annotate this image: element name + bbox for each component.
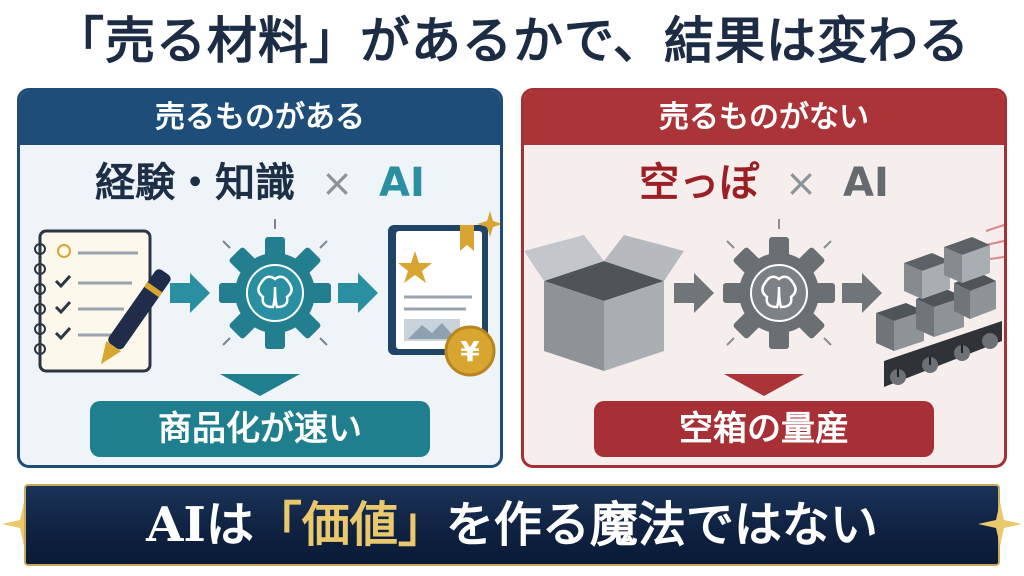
- book-star-icon: [388, 225, 488, 355]
- banner-suffix: を作る魔法ではない: [445, 497, 878, 553]
- notebook-pen-icon: [34, 229, 171, 373]
- arrow-right-icon: [170, 273, 210, 313]
- result-left: 商品化が速い: [90, 401, 430, 457]
- formula-ai-right: AI: [843, 160, 889, 206]
- formula-ai-left: AI: [379, 160, 425, 206]
- times-sign-left: ×: [321, 161, 353, 205]
- conveyor-boxes-icon: [876, 224, 1004, 387]
- formula-right: 空っぽ × AI: [524, 153, 1004, 213]
- panel-has-material: 売るものがある 経験・知識 × AI: [17, 88, 503, 468]
- arrow-right-icon: [338, 273, 378, 313]
- conclusion-banner: AIは「価値」を作る魔法ではない: [24, 484, 1000, 566]
- illustration-left: ¥: [34, 211, 500, 377]
- arrow-right-icon: [674, 273, 714, 313]
- arrow-right-icon: [842, 273, 882, 313]
- banner-highlight: 「価値」: [253, 497, 446, 553]
- banner-prefix: AIは: [146, 497, 254, 553]
- panel-header-right: 売るものがない: [524, 91, 1004, 145]
- yen-symbol: ¥: [460, 335, 480, 368]
- brain-gear-icon: [723, 219, 835, 349]
- illustration-right: [524, 219, 1004, 387]
- headline: 「売る材料」があるかで、結果は変わる: [54, 12, 970, 70]
- formula-left: 経験・知識 × AI: [20, 153, 500, 213]
- down-arrow-left: [220, 374, 300, 396]
- result-right: 空箱の量産: [594, 401, 934, 457]
- formula-term-left: 経験・知識: [95, 160, 296, 206]
- times-sign-right: ×: [785, 161, 817, 205]
- down-arrow-right: [724, 374, 804, 396]
- sparkle-icon: [477, 211, 500, 237]
- panel-no-material: 売るものがない 空っぽ × AI: [521, 88, 1007, 468]
- sparkle-icon: [978, 502, 1022, 546]
- brain-gear-icon: [219, 219, 331, 349]
- empty-box-icon: [524, 235, 684, 371]
- yen-coin-icon: ¥: [444, 325, 496, 377]
- panel-header-left: 売るものがある: [20, 91, 500, 145]
- formula-term-right: 空っぽ: [639, 160, 760, 206]
